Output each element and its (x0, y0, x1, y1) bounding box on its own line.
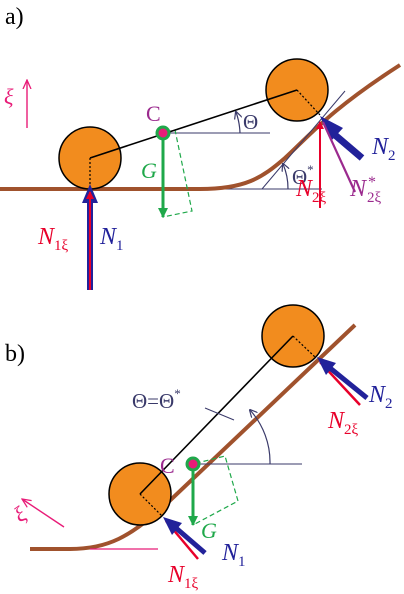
panel-a-n2xi-star-arrow (321, 121, 357, 193)
panel-a-n2-arrow (332, 132, 365, 161)
panel-a-theta-label: Θ (243, 110, 258, 134)
panel-a-n2-head (320, 116, 343, 141)
panel-b-axle (139, 335, 294, 495)
panel-b-n2-label: N2 (368, 382, 393, 412)
panel-a-theta-arc (236, 112, 240, 134)
panel-b-theta-pointer (204, 407, 235, 421)
panel-a-xi-label: ξ (4, 84, 14, 109)
panel-a-axle (89, 89, 298, 159)
panel-a-tangent (261, 90, 346, 190)
panel-a-c-label: C (146, 101, 161, 126)
panel-b-n2-head (317, 357, 336, 375)
panel-b-c-label: C (160, 453, 175, 478)
panel-b-g-label: G (201, 518, 217, 543)
panel-b-n1-arrow (174, 526, 207, 555)
panel-b-n2xi-label: N2ξ (327, 408, 359, 438)
panel-a-radius-2 (296, 89, 321, 116)
panel-a-n2xi-star-label: N*2ξ (349, 174, 382, 206)
panel-b-xi-label: ξ (9, 501, 31, 527)
panel-b-radius-1 (139, 493, 163, 517)
panel-b: b) ξ Θ=Θ* C G N1 N1ξ (5, 304, 393, 592)
panel-b-n1-head (163, 517, 182, 535)
panel-b-radius-2 (292, 335, 317, 359)
panel-b-theta-arc (250, 410, 271, 465)
panel-a-theta-star-label: Θ* (292, 162, 314, 189)
panel-b-xi-arrow (22, 499, 65, 528)
panel-b-label: b) (5, 341, 25, 367)
panel-a-n2-label: N2 (371, 134, 396, 164)
panel-a-n1-label: N1 (99, 224, 124, 254)
panel-a: a) ξ Θ Θ* C G N1ξ (0, 4, 402, 290)
panel-b-theta-eq-label: Θ=Θ* (132, 386, 181, 413)
panel-a-label: a) (5, 4, 24, 30)
panel-b-n1xi-label: N1ξ (167, 562, 199, 592)
panel-b-n1-label: N1 (221, 540, 246, 570)
panel-a-theta-star-arc (283, 164, 288, 190)
panel-a-gravity-components (162, 129, 193, 218)
panel-a-track (0, 63, 402, 191)
panel-b-n2-arrow (328, 366, 369, 400)
panel-a-n2xi-label: N2ξ (295, 176, 327, 206)
panel-b-center-of-mass (185, 456, 201, 472)
panel-a-center-of-mass (155, 125, 171, 141)
panel-a-g-label: G (141, 158, 157, 183)
panel-a-n1xi-label: N1ξ (37, 224, 69, 254)
